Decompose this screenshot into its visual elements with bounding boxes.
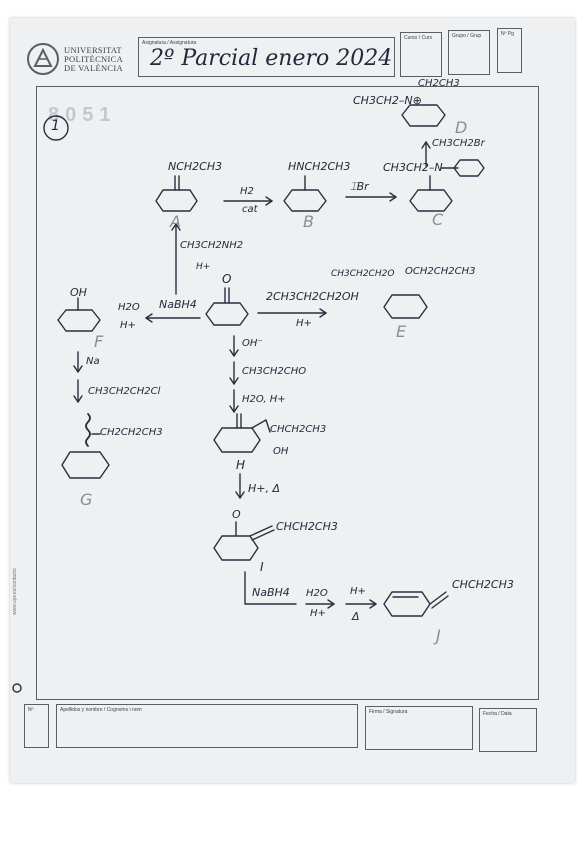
compound-f-substituent: OH bbox=[70, 286, 87, 299]
answer-area bbox=[36, 86, 539, 700]
ring-e bbox=[383, 294, 428, 319]
ring-b bbox=[283, 189, 327, 212]
compound-j-label: J bbox=[436, 626, 441, 645]
page-number-box: Nº Pg bbox=[497, 28, 522, 73]
footer-signature-box: Firma / Signatura bbox=[365, 706, 473, 750]
ring-g bbox=[61, 451, 110, 479]
ring-c bbox=[409, 189, 453, 212]
reagent-i-step2: H2O bbox=[306, 588, 328, 599]
reagent-i-step5: Δ bbox=[352, 610, 360, 623]
compound-e-label: E bbox=[396, 322, 407, 341]
faint-stamp: 8051 bbox=[48, 104, 117, 126]
compound-c-label: C bbox=[432, 210, 444, 229]
group-box: Grupo / Grup bbox=[448, 30, 490, 75]
university-logo-icon bbox=[27, 43, 59, 75]
footer-name-box: Apellidos y nombre / Cognoms i nom bbox=[56, 704, 358, 748]
ring-d bbox=[401, 104, 446, 127]
compound-f-label: F bbox=[94, 332, 104, 351]
compound-a-substituent: NCH2CH3 bbox=[168, 160, 223, 173]
reagent-f-water: H2O bbox=[118, 302, 140, 313]
exam-sheet bbox=[10, 18, 575, 783]
reagent-ketone-f: NaBH4 bbox=[159, 298, 197, 311]
ring-j bbox=[383, 591, 431, 617]
reagent-a-b-top: H2 bbox=[240, 186, 254, 197]
reagent-f-step2: CH3CH2CH2Cl bbox=[88, 386, 161, 397]
compound-d-label: D bbox=[455, 118, 468, 137]
compound-i-oxygen: O bbox=[232, 508, 241, 521]
reagent-a-b-bottom: cat bbox=[242, 204, 258, 215]
reagent-h-i: H+, Δ bbox=[248, 482, 281, 495]
university-name: UNIVERSITAT POLITÈCNICA DE VALÈNCIA bbox=[64, 45, 124, 73]
compound-e-left: CH3CH2CH2O bbox=[331, 269, 395, 279]
compound-g-label: G bbox=[80, 490, 93, 509]
compound-i-label: I bbox=[260, 560, 264, 574]
reagent-c-d: CH3CH2Br bbox=[432, 138, 485, 149]
compound-c-substituent: CH3CH2–N bbox=[383, 161, 443, 174]
reagent-i-step4: H+ bbox=[350, 586, 366, 597]
ring-f bbox=[57, 309, 101, 332]
reagent-i-step1: NaBH4 bbox=[252, 586, 290, 599]
reagent-aldol-1: OH⁻ bbox=[242, 338, 263, 349]
problem-number-circle bbox=[43, 115, 69, 141]
footer-number-box: Nº bbox=[24, 704, 49, 748]
ring-a bbox=[155, 189, 198, 212]
ring-h bbox=[213, 427, 261, 453]
reagent-f-step1: Na bbox=[86, 356, 100, 367]
compound-g-substituent: CH2CH2CH3 bbox=[100, 427, 163, 438]
reagent-ketone-e-2: H+ bbox=[296, 318, 312, 329]
compound-a-label: A bbox=[170, 212, 181, 231]
compound-b-substituent: HNCH2CH3 bbox=[288, 160, 351, 173]
reagent-ketone-a-1: CH3CH2NH2 bbox=[180, 240, 244, 251]
reagent-aldol-3: H2O, H+ bbox=[242, 394, 286, 405]
reagent-ketone-a-2: H+ bbox=[196, 262, 211, 272]
compound-h-oh: OH bbox=[273, 446, 289, 457]
exam-title: 2º Parcial enero 2024 bbox=[150, 46, 393, 71]
footer-date-box: Fecha / Data bbox=[479, 708, 537, 752]
compound-h-label: H bbox=[236, 458, 246, 472]
ring-c-cyclohexyl bbox=[453, 159, 485, 177]
compound-j-substituent: CHCH2CH3 bbox=[452, 578, 514, 591]
reagent-aldol-2: CH3CH2CHO bbox=[242, 366, 307, 377]
reagent-f-acid: H+ bbox=[120, 320, 136, 331]
compound-d-left: CH3CH2–N⊕ bbox=[353, 94, 422, 107]
reagent-ketone-e-1: 2CH3CH2CH2OH bbox=[266, 290, 359, 303]
course-box: Curso / Curs bbox=[400, 32, 442, 77]
problem-number: 1 bbox=[51, 118, 60, 134]
compound-i-substituent: CHCH2CH3 bbox=[276, 520, 338, 533]
reagent-i-step3: H+ bbox=[310, 608, 326, 619]
compound-d-top: CH2CH3 bbox=[418, 78, 460, 89]
compound-e-right: OCH2CH2CH3 bbox=[405, 266, 476, 277]
reagent-b-c: ⌶Br bbox=[350, 180, 369, 193]
compound-b-label: B bbox=[303, 212, 314, 231]
compound-h-substituent: CHCH2CH3 bbox=[270, 424, 327, 435]
ketone-oxygen: O bbox=[222, 272, 232, 286]
ring-i bbox=[213, 535, 259, 561]
subject-box: Asignatura / Assignatura bbox=[138, 37, 395, 77]
ring-ketone bbox=[205, 302, 249, 326]
